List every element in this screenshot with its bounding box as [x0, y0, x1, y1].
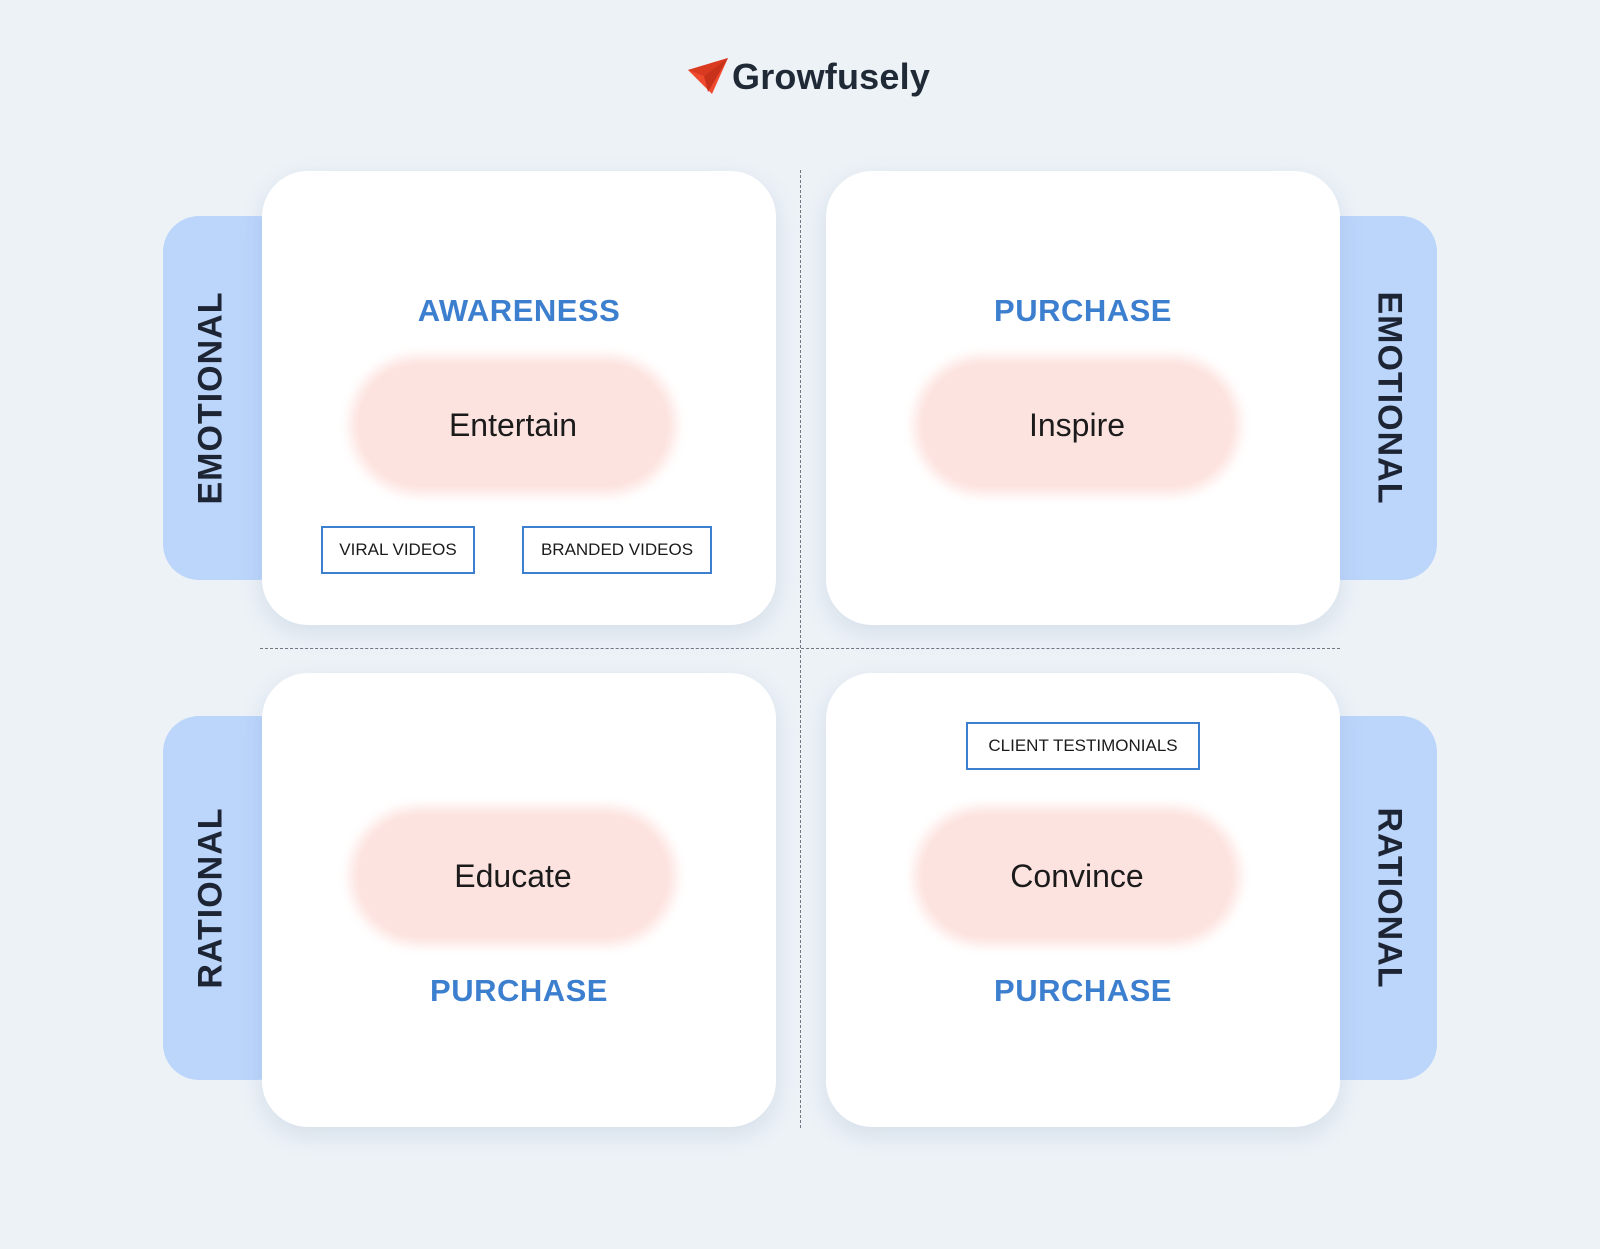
- side-label: EMOTIONAL: [1370, 291, 1409, 505]
- tag-viral-videos: VIRAL VIDEOS: [321, 526, 475, 574]
- action-blob: [358, 815, 668, 937]
- card-bottom-left: Educate PURCHASE: [262, 673, 776, 1127]
- card-bottom-right: CLIENT TESTIMONIALS Convince PURCHASE: [826, 673, 1340, 1127]
- action-blob: [358, 364, 668, 486]
- card-heading: PURCHASE: [430, 973, 608, 1008]
- tag-client-testimonials: CLIENT TESTIMONIALS: [966, 722, 1200, 770]
- side-label: RATIONAL: [1370, 807, 1409, 989]
- tag-branded-videos: BRANDED VIDEOS: [522, 526, 712, 574]
- action-blob: [922, 815, 1232, 937]
- logo: Growfusely: [686, 56, 930, 98]
- action-label: Entertain: [448, 406, 578, 443]
- action-label: Educate: [454, 857, 572, 894]
- card-heading: PURCHASE: [994, 293, 1172, 328]
- action-label: Inspire: [1028, 406, 1126, 443]
- action-blob: [922, 364, 1232, 486]
- card-top-left: AWARENESS Entertain VIRAL VIDEOS BRANDED…: [262, 171, 776, 625]
- horizontal-divider: [260, 648, 1340, 649]
- card-heading: AWARENESS: [417, 293, 621, 328]
- side-label: RATIONAL: [191, 807, 230, 989]
- logo-text: Growfusely: [732, 56, 931, 97]
- side-label: EMOTIONAL: [191, 291, 230, 505]
- vertical-divider: [800, 170, 801, 1128]
- action-label: Convince: [1010, 857, 1144, 894]
- card-top-right: PURCHASE Inspire: [826, 171, 1340, 625]
- paper-plane-icon: [688, 58, 728, 94]
- card-heading: PURCHASE: [994, 973, 1172, 1008]
